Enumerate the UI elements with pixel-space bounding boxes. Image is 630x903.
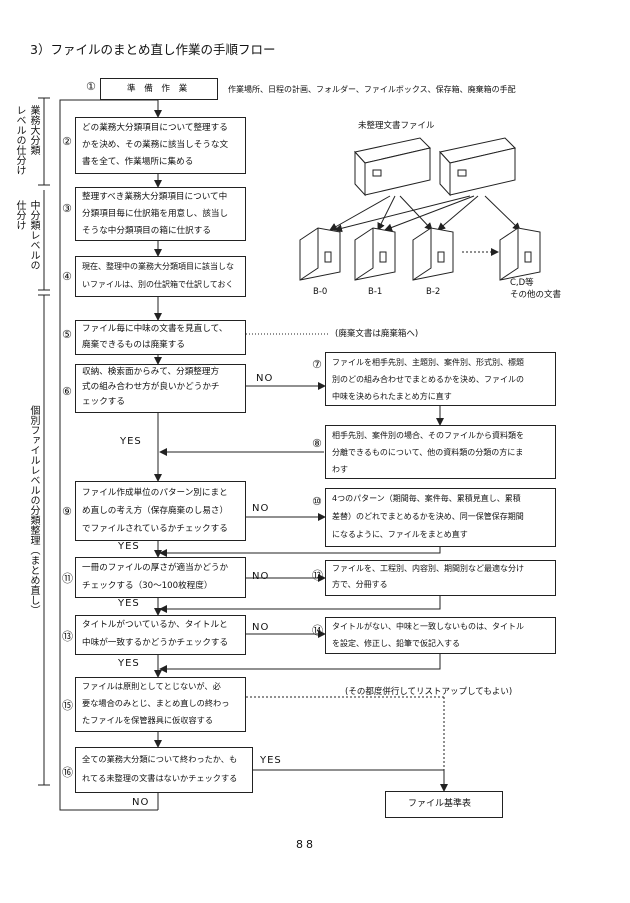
step-5-box: ファイル毎に中味の文書を見直して、廃棄できるものは廃棄する bbox=[75, 320, 246, 355]
side-label-individual: 個別ファイルレベルの分類整理（まとめ直し） bbox=[28, 405, 39, 615]
step-4-box: 現在、整理中の業務大分類項目に該当しないファイルは、別の仕訳箱で仕訳しておく bbox=[75, 256, 246, 297]
sorting-arrows bbox=[329, 195, 521, 256]
step-number: ③ bbox=[62, 202, 72, 215]
step-number: ⑮ bbox=[62, 699, 73, 712]
no-label: NO bbox=[256, 373, 274, 384]
unsorted-file-trays bbox=[354, 137, 516, 197]
step-number: ⑦ bbox=[312, 358, 322, 371]
step-1-note: 作業場所、日程の計画、フォルダー、ファイルボックス、保存箱、廃棄箱の手配 bbox=[228, 85, 516, 94]
box-label: B-2 bbox=[426, 287, 441, 297]
step-2-box: どの業務大分類項目について整理するかを決め、その業務に該当しそうな文書を全て、作… bbox=[75, 117, 246, 174]
step-15-box: ファイルは原則としてとじないが、必要な場合のみとじ、まとめ直しの終わったファイル… bbox=[75, 677, 246, 732]
yes-label: YES bbox=[118, 541, 140, 552]
step-number: ⑫ bbox=[312, 569, 323, 582]
step-15-note: (その都度併行してリストアップしてもよい) bbox=[345, 687, 513, 697]
step-number: ⑩ bbox=[312, 495, 322, 508]
step-8-box: 相手先別、案件別の場合、そのファイルから資料類を分離できるものについて、他の資料… bbox=[325, 425, 556, 479]
step-1-box: 準 備 作 業 bbox=[100, 78, 218, 100]
step-number: ⑯ bbox=[62, 766, 73, 779]
loop-back-line bbox=[59, 99, 158, 811]
sorting-boxes bbox=[299, 227, 541, 281]
step-14-box: タイトルがない、中味と一致しないものは、タイトルを設定、修正し、鉛筆で仮記入する bbox=[325, 617, 556, 654]
no-label: NO bbox=[132, 797, 150, 808]
step-number: ⑭ bbox=[312, 624, 323, 637]
no-label: NO bbox=[252, 571, 270, 582]
other-box-label: C,D等 その他の文書 bbox=[510, 278, 562, 300]
yes-return-arrow bbox=[159, 654, 441, 673]
step-6-box: 収納、検索面からみて、分類整理方式の組み合わせ方が良いかどうかチェックする bbox=[75, 364, 246, 413]
step-13-box: タイトルがついているか、タイトルと中味が一致するかどうかチェックする bbox=[75, 615, 246, 655]
page-title: 3）ファイルのまとめ直し作業の手順フロー bbox=[30, 42, 276, 57]
no-label: NO bbox=[252, 622, 270, 633]
yes-label: YES bbox=[118, 598, 140, 609]
step-number: ② bbox=[62, 135, 72, 148]
box-label: B-1 bbox=[368, 287, 383, 297]
step-number: ① bbox=[86, 80, 96, 93]
yes-label: YES bbox=[118, 658, 140, 669]
box-label: B-0 bbox=[313, 287, 328, 297]
step-number: ⑬ bbox=[62, 630, 73, 643]
step-number: ⑥ bbox=[62, 385, 72, 398]
step-9-box: ファイル作成単位のパターン別にまとめ直しの考え方（保存廃棄のし易さ）でファイルさ… bbox=[75, 481, 246, 541]
step-11-box: 一冊のファイルの厚さが適当かどうかチェックする（30～100枚程度） bbox=[75, 557, 246, 598]
page-number: 88 bbox=[296, 838, 316, 851]
step-5-note: (廃棄文書は廃棄箱へ) bbox=[335, 329, 419, 339]
side-label-major: 業務大分類レベルの仕分け bbox=[14, 105, 39, 175]
step-10-box: 4つのパターン（期間毎、案件毎、累積見直し、累積差替）のどれでまとめるかを決め、… bbox=[325, 488, 556, 547]
step-16-box: 全ての業務大分類について終わったか、もれてる未整理の文書はないかチェックする bbox=[75, 747, 253, 793]
yes-label: YES bbox=[260, 755, 282, 766]
step-7-box: ファイルを相手先別、主題別、案件別、形式別、標題別のどの組み合わせでまとめるかを… bbox=[325, 352, 556, 406]
file-standard-table: ファイル基準表 bbox=[385, 791, 503, 818]
step-3-box: 整理すべき業務大分類項目について中分類項目毎に仕訳箱を用意し、該当しそうな中分類… bbox=[75, 187, 246, 241]
yes-return-arrow bbox=[159, 547, 441, 557]
yes-label: YES bbox=[120, 436, 142, 447]
step-number: ⑧ bbox=[312, 437, 322, 450]
yes-arrow bbox=[253, 769, 448, 792]
step-number: ⑨ bbox=[62, 505, 72, 518]
step-number: ⑤ bbox=[62, 328, 72, 341]
yes-return-arrow bbox=[159, 596, 441, 613]
side-label-middle: 中分類レベルの仕分け bbox=[14, 200, 39, 270]
step-12-box: ファイルを、工程別、内容別、期間別など最適な分け方で、分冊する bbox=[325, 560, 556, 596]
no-label: NO bbox=[252, 503, 270, 514]
step-number: ④ bbox=[62, 270, 72, 283]
step-number: ⑪ bbox=[62, 572, 73, 585]
illustration-caption: 未整理文書ファイル bbox=[358, 121, 435, 131]
